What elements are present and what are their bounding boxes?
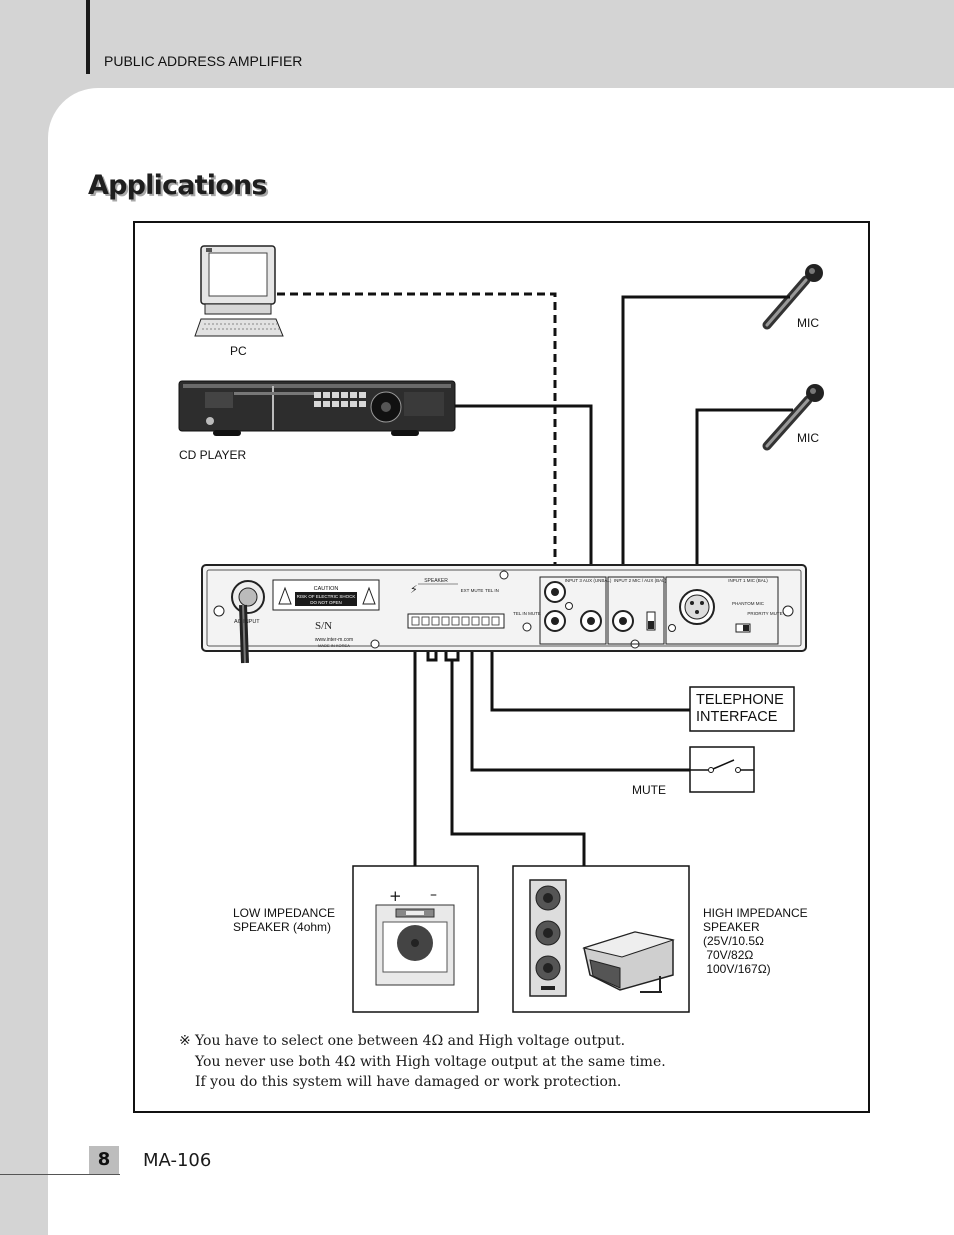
microphone-2-icon: [762, 384, 824, 451]
telephone-interface-line-1: TELEPHONE: [696, 692, 784, 708]
footer-rule: [0, 1174, 120, 1175]
tel-in-mute-label: TEL IN MUTE: [513, 611, 541, 616]
mic-1-cable: [621, 295, 790, 620]
usage-note: ※ You have to select one between 4Ω and …: [179, 1031, 666, 1093]
pc-icon: [194, 245, 284, 337]
page-number: 8: [97, 1149, 111, 1170]
pc-dashed-cable: [277, 292, 557, 590]
wiring: [277, 292, 793, 866]
svg-text:+: +: [389, 887, 402, 905]
mic-2-label: MIC: [797, 431, 819, 445]
cd-player-icon: [178, 380, 456, 436]
low-speaker-line-2: SPEAKER (4ohm): [233, 920, 332, 934]
note-line-2: You never use both 4Ω with High voltage …: [195, 1053, 666, 1070]
note-line-1: You have to select one between 4Ω and Hi…: [195, 1033, 626, 1049]
cd-player-cable: [455, 404, 593, 620]
header-rule: [86, 0, 90, 74]
mute-cable: [470, 627, 690, 772]
high-speaker-line-2: SPEAKER: [703, 920, 760, 934]
diagram-frame: [133, 221, 870, 1113]
pc-label: PC: [230, 344, 247, 358]
caution-line-1: RISK OF ELECTRIC SHOCK: [297, 594, 356, 599]
caution-title: CAUTION: [314, 586, 339, 592]
amplifier-rear-panel: CAUTION RISK OF ELECTRIC SHOCK DO NOT OP…: [201, 564, 807, 664]
section-header: PUBLIC ADDRESS AMPLIFIER: [104, 53, 303, 69]
telephone-interface-line-2: INTERFACE: [696, 709, 778, 725]
ac-input-label: AC INPUT: [234, 619, 260, 625]
model-name: MA-106: [143, 1150, 212, 1171]
page-number-box: [89, 1146, 119, 1174]
cd-player-label: CD PLAYER: [179, 448, 247, 462]
high-speaker-line-4: 70V/82Ω: [703, 948, 754, 962]
high-speaker-label: HIGH IMPEDANCE SPEAKER (25V/10.5Ω 70V/82…: [703, 906, 808, 976]
mute-label: MUTE: [632, 783, 666, 797]
priority-label: PRIORITY MUTE: [747, 611, 782, 616]
high-speaker-line-3: (25V/10.5Ω: [703, 934, 765, 948]
made-in-label: MADE IN KOREA: [318, 643, 350, 648]
high-impedance-speaker-icon: [512, 865, 690, 1013]
microphone-1-icon: [762, 264, 823, 330]
mic-2-cable: [695, 408, 793, 605]
phantom-label: PHANTOM MIC: [732, 601, 765, 606]
telephone-interface-box: [689, 686, 795, 732]
low-speaker-label: LOW IMPEDANCE SPEAKER (4ohm): [233, 906, 335, 934]
telephone-interface-label: TELEPHONE INTERFACE: [696, 692, 784, 726]
speaker-label: SPEAKER: [424, 578, 448, 584]
ext-mute-label: EXT MUTE: [461, 588, 484, 593]
low-speaker-line-1: LOW IMPEDANCE: [233, 906, 336, 920]
serial-number-mark: S/N: [315, 620, 332, 632]
tel-in-label: TEL IN: [485, 588, 499, 593]
svg-text:–: –: [430, 887, 437, 903]
mute-switch-icon: [689, 746, 755, 793]
input-3-label: INPUT 3 AUX (UNBAL): [565, 578, 612, 583]
website-label: www.inter-m.com: [315, 637, 353, 643]
high-speaker-line-1: HIGH IMPEDANCE: [703, 906, 808, 920]
telephone-cable: [490, 627, 690, 712]
high-speaker-cable: [450, 660, 586, 866]
note-line-3: If you do this system will have damaged …: [195, 1074, 622, 1090]
mic-1-label: MIC: [797, 316, 819, 330]
input-2-label: INPUT 2 MIC / AUX (BAL): [614, 578, 667, 583]
low-impedance-speaker-icon: + –: [352, 865, 479, 1013]
high-speaker-line-5: 100V/167Ω): [703, 962, 771, 976]
page-title: Applications: [88, 170, 268, 201]
input-1-label: INPUT 1 MIC (BAL): [728, 578, 768, 583]
note-symbol: ※: [179, 1033, 191, 1049]
lightning-icon: ⚡: [410, 583, 418, 596]
caution-line-2: DO NOT OPEN: [310, 600, 341, 605]
